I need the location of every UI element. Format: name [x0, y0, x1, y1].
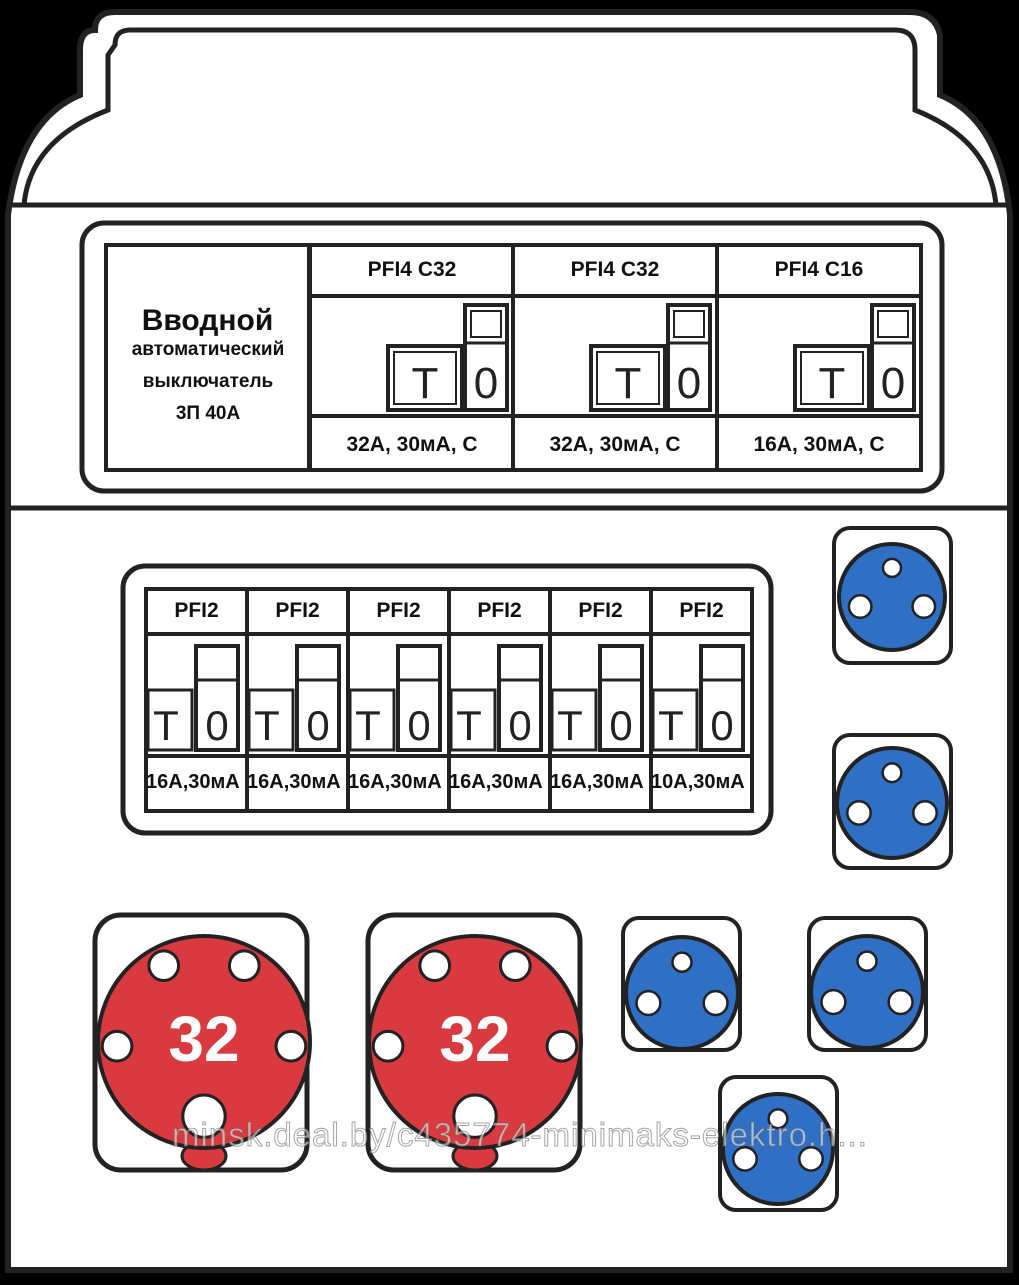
toggle-glyph: T	[615, 359, 642, 408]
watermark: minsk.deal.by/c435774-minimaks-elektro.h…	[172, 1116, 868, 1154]
indicator-glyph: 0	[407, 702, 430, 749]
rcbo-large-rating: 32A, 30мA, C	[346, 433, 478, 456]
intro-breaker-line2: выключатель	[142, 371, 274, 392]
toggle-lever-icon	[793, 344, 871, 412]
indicator-glyph: 0	[710, 702, 733, 749]
rcbo-large-rating: 16A, 30мA, C	[753, 433, 885, 456]
indicator-glyph: 0	[677, 359, 701, 408]
toggle-lever-icon	[386, 344, 464, 412]
toggle-glyph: T	[254, 702, 280, 749]
enclosure-lid	[21, 27, 999, 208]
indicator-glyph: 0	[474, 359, 498, 408]
toggle-glyph: T	[412, 359, 439, 408]
socket-blue-3[interactable]	[621, 916, 742, 1052]
socket-red-rating: 32	[168, 1003, 240, 1075]
rcbo-large-model: PFI4 C32	[367, 258, 457, 281]
indicator-glyph: 0	[881, 359, 905, 408]
rcbo-small-rating: 16A,30мA	[348, 771, 442, 793]
toggle-glyph: T	[153, 702, 179, 749]
toggle-glyph: T	[557, 702, 583, 749]
socket-red-2[interactable]	[365, 912, 583, 1173]
rcbo-small-rating: 10A,30мA	[651, 771, 745, 793]
rcbo-small-rating: 16A,30мA	[247, 771, 341, 793]
socket-red-rating: 32	[439, 1003, 511, 1075]
intro-breaker-box	[104, 243, 311, 472]
rcbo-small-model: PFI2	[477, 599, 522, 622]
indicator-glyph: 0	[306, 702, 329, 749]
toggle-glyph: T	[355, 702, 381, 749]
rcbo-small-model: PFI2	[578, 599, 623, 622]
indicator-glyph: 0	[508, 702, 531, 749]
intro-breaker-line3: 3П 40А	[175, 403, 241, 424]
socket-blue-5[interactable]	[718, 1075, 839, 1212]
intro-breaker-line1: автоматический	[131, 339, 285, 360]
rcbo-large-rating: 32A, 30мA, C	[549, 433, 681, 456]
toggle-lever-icon	[589, 344, 667, 412]
socket-blue-1[interactable]	[832, 526, 953, 665]
socket-blue-2[interactable]	[832, 733, 953, 870]
rcbo-large-model: PFI4 C16	[774, 258, 864, 281]
rcbo-small-model: PFI2	[275, 599, 320, 622]
rcbo-small-model: PFI2	[174, 599, 219, 622]
rcbo-large-model: PFI4 C32	[570, 258, 660, 281]
socket-red-1[interactable]	[92, 912, 312, 1173]
intro-breaker-title: Вводной	[141, 304, 274, 337]
toggle-glyph: T	[819, 359, 846, 408]
toggle-glyph: T	[456, 702, 482, 749]
indicator-glyph: 0	[609, 702, 632, 749]
toggle-glyph: T	[658, 702, 684, 749]
indicator-glyph: 0	[205, 702, 228, 749]
socket-blue-4[interactable]	[807, 916, 928, 1052]
rcbo-small-rating: 16A,30мA	[550, 771, 644, 793]
rcbo-small-model: PFI2	[376, 599, 421, 622]
rcbo-small-rating: 16A,30мA	[449, 771, 543, 793]
rcbo-small-model: PFI2	[679, 599, 724, 622]
rcbo-small-rating: 16A,30мA	[146, 771, 240, 793]
